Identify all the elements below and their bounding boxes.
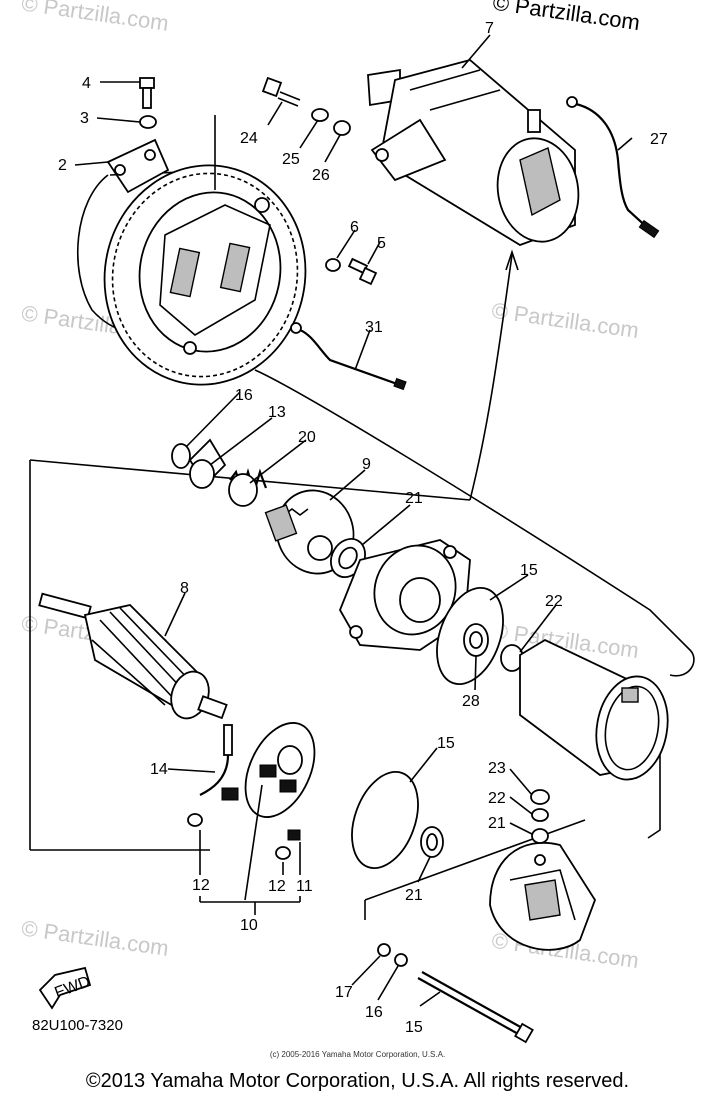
clip-16	[171, 443, 191, 469]
nut-25	[530, 789, 550, 805]
washer-21-bottom	[420, 826, 444, 858]
washer-24	[531, 808, 549, 822]
through-bolt-17	[417, 971, 534, 1044]
washer-29	[333, 120, 351, 136]
diagram-code: 82U100-7320	[32, 1017, 123, 1034]
o-ring-15-bottom	[351, 771, 419, 869]
callout-4: 4	[82, 75, 91, 92]
callout-31: 31	[365, 319, 383, 336]
callout-28: 25	[282, 151, 300, 168]
brush-holder	[244, 722, 316, 841]
watermark: © Partzilla.com	[20, 915, 170, 960]
callout-30: 27	[650, 131, 668, 148]
washer-18	[394, 953, 408, 967]
callout-12-left: 12	[192, 877, 210, 894]
callout-7: 7	[485, 20, 494, 37]
washer-3	[139, 115, 157, 129]
yoke	[519, 638, 669, 781]
copyright-small: (c) 2005-2016 Yamaha Motor Corporation, …	[269, 1050, 446, 1059]
callout-11: 11	[296, 878, 313, 895]
callout-29: 26	[312, 167, 330, 184]
bolt-27	[261, 76, 301, 107]
callout-13: 13	[268, 404, 286, 421]
callout-3: 3	[80, 110, 89, 127]
watermark: © Partzilla.com	[490, 298, 640, 343]
armature-8	[38, 592, 228, 720]
callout-6: 6	[350, 219, 359, 236]
callout-23: 21	[488, 815, 506, 832]
watermark: © Partzilla.com	[20, 0, 170, 36]
callout-14: 14	[150, 761, 168, 778]
nut-12-left	[187, 813, 203, 827]
bolt-5	[347, 257, 378, 286]
sleeve-13	[188, 438, 227, 489]
callout-24: 22	[488, 790, 506, 807]
bolt-4	[139, 77, 155, 109]
washer-19	[377, 943, 391, 957]
callout-15-top: 15	[520, 562, 538, 579]
callout-15-bottom: 15	[437, 735, 455, 752]
watermark-top: © Partzilla.com	[491, 0, 641, 35]
callout-labels: 4 3 2 7 24 25 26 27 6 5 31 16 13 20 9 21…	[58, 20, 668, 1036]
callout-5: 5	[377, 235, 386, 252]
starter-motor	[367, 59, 580, 246]
cable-31	[290, 322, 407, 391]
callout-20: 20	[298, 429, 316, 446]
callout-8: 8	[180, 580, 189, 597]
copyright-main: ©2013 Yamaha Motor Corporation, U.S.A. A…	[85, 1070, 630, 1092]
washer-6	[325, 258, 341, 272]
washer-28	[311, 108, 329, 122]
callout-21-bottom: 21	[405, 887, 423, 904]
leader-lines	[74, 34, 633, 1007]
callout-22: 22	[545, 593, 563, 610]
callout-2: 2	[58, 157, 67, 174]
starter-clutch-ring-gear	[76, 115, 307, 386]
callout-21-top: 21	[405, 490, 423, 507]
callout-25: 23	[488, 760, 506, 777]
callout-9: 9	[362, 456, 371, 473]
callout-27: 24	[240, 130, 258, 147]
callout-18: 16	[365, 1004, 383, 1021]
spring-20	[228, 468, 268, 507]
front-cover	[339, 539, 471, 651]
rear-cover	[489, 841, 597, 951]
cable-30	[566, 96, 660, 239]
fwd-arrow: FWD	[38, 966, 93, 1010]
callout-16: 16	[235, 387, 253, 404]
callout-10: 10	[240, 917, 258, 934]
callout-26: 28	[462, 693, 480, 710]
brush-wire-14	[199, 724, 239, 801]
washer-23	[531, 828, 549, 844]
callout-12-right: 12	[268, 878, 286, 895]
nut-12-right	[275, 846, 291, 860]
callout-17: 15	[405, 1019, 423, 1036]
seal-26	[463, 623, 489, 657]
callout-19: 17	[335, 984, 353, 1001]
